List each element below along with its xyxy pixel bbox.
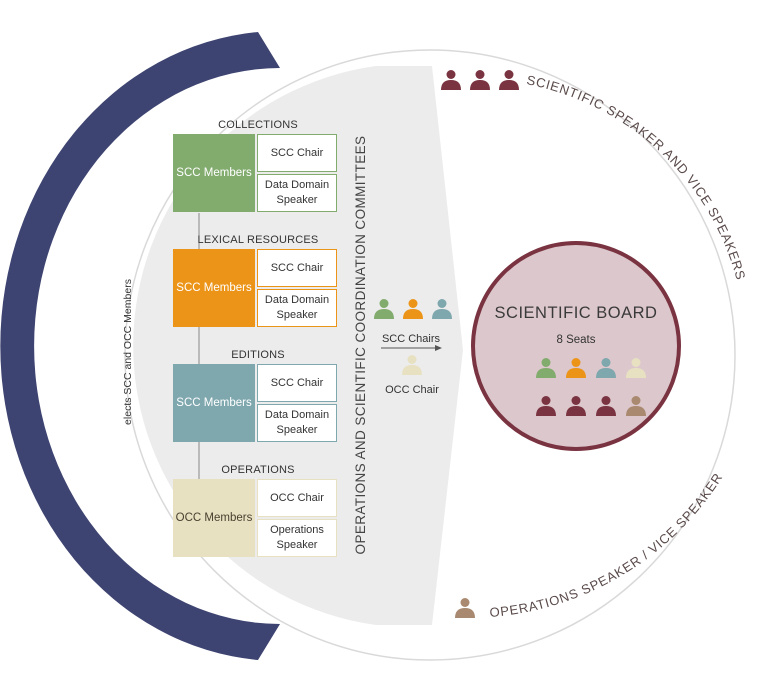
scc-chair-icon: [374, 299, 394, 319]
plenary-subtitle: elects SCC and OCC Members: [122, 279, 134, 425]
occ-chair-icon: [402, 355, 422, 375]
board-seat-icons: [536, 358, 646, 416]
operations-speaker-label: OPERATIONS SPEAKER / VICE SPEAKER: [489, 470, 726, 620]
committee-members-box: SCC Members: [173, 364, 255, 442]
scc-chairs-label: SCC Chairs: [382, 333, 441, 345]
outer-ring: [124, 49, 736, 661]
operations-speaker-label-text: OPERATIONS SPEAKER / VICE SPEAKER: [489, 470, 725, 620]
chair-role-box: OCC Chair: [257, 479, 337, 517]
speaker-role-box: Data Domain Speaker: [257, 289, 337, 327]
board-seat-icon: [536, 358, 556, 378]
scientific-speaker-icon: [441, 70, 461, 90]
board-seat-icon: [596, 396, 616, 416]
scc-chair-icon: [432, 299, 452, 319]
committee-title: COLLECTIONS: [218, 119, 298, 131]
speaker-role-box: Data Domain Speaker: [257, 174, 337, 212]
board-seat-icon: [566, 358, 586, 378]
plenary-band: [0, 32, 281, 660]
chair-role-box: SCC Chair: [257, 364, 337, 402]
committee-members-box: SCC Members: [173, 249, 255, 327]
occ-chair-label: OCC Chair: [385, 384, 439, 396]
board-seat-icon: [536, 396, 556, 416]
coordination-label: OPERATIONS AND SCIENTIFIC COORDINATION C…: [353, 136, 368, 555]
speaker-role-box: Data Domain Speaker: [257, 404, 337, 442]
scientific-board-circle: [471, 241, 681, 451]
operations-speaker-icon: [455, 598, 475, 618]
committee-title: LEXICAL RESOURCES: [197, 234, 319, 246]
chairs-icons: [374, 299, 452, 375]
scc-chair-icon: [403, 299, 423, 319]
speaker-role-box: Operations Speaker: [257, 519, 337, 557]
committee-title: EDITIONS: [231, 349, 285, 361]
flow-arrow-head: [435, 345, 442, 351]
scientific-speaker-icon: [470, 70, 490, 90]
scientific-speaker-icons: [441, 70, 519, 90]
committee-title: OPERATIONS: [221, 464, 295, 476]
plenary-label: PLENARY: [59, 297, 80, 392]
scientific-speaker-icon: [499, 70, 519, 90]
scientific-board-title: SCIENTIFIC BOARD: [495, 304, 658, 322]
operations-speaker-person-icon: [455, 598, 475, 618]
committee-members-box: SCC Members: [173, 134, 255, 212]
board-seat-icon: [566, 396, 586, 416]
chair-role-box: SCC Chair: [257, 134, 337, 172]
committee-members-box: OCC Members: [173, 479, 255, 557]
board-seat-icon: [626, 358, 646, 378]
chair-role-box: SCC Chair: [257, 249, 337, 287]
board-seat-icon: [596, 358, 616, 378]
scientific-board-seats: 8 Seats: [557, 334, 596, 346]
board-seat-icon: [626, 396, 646, 416]
